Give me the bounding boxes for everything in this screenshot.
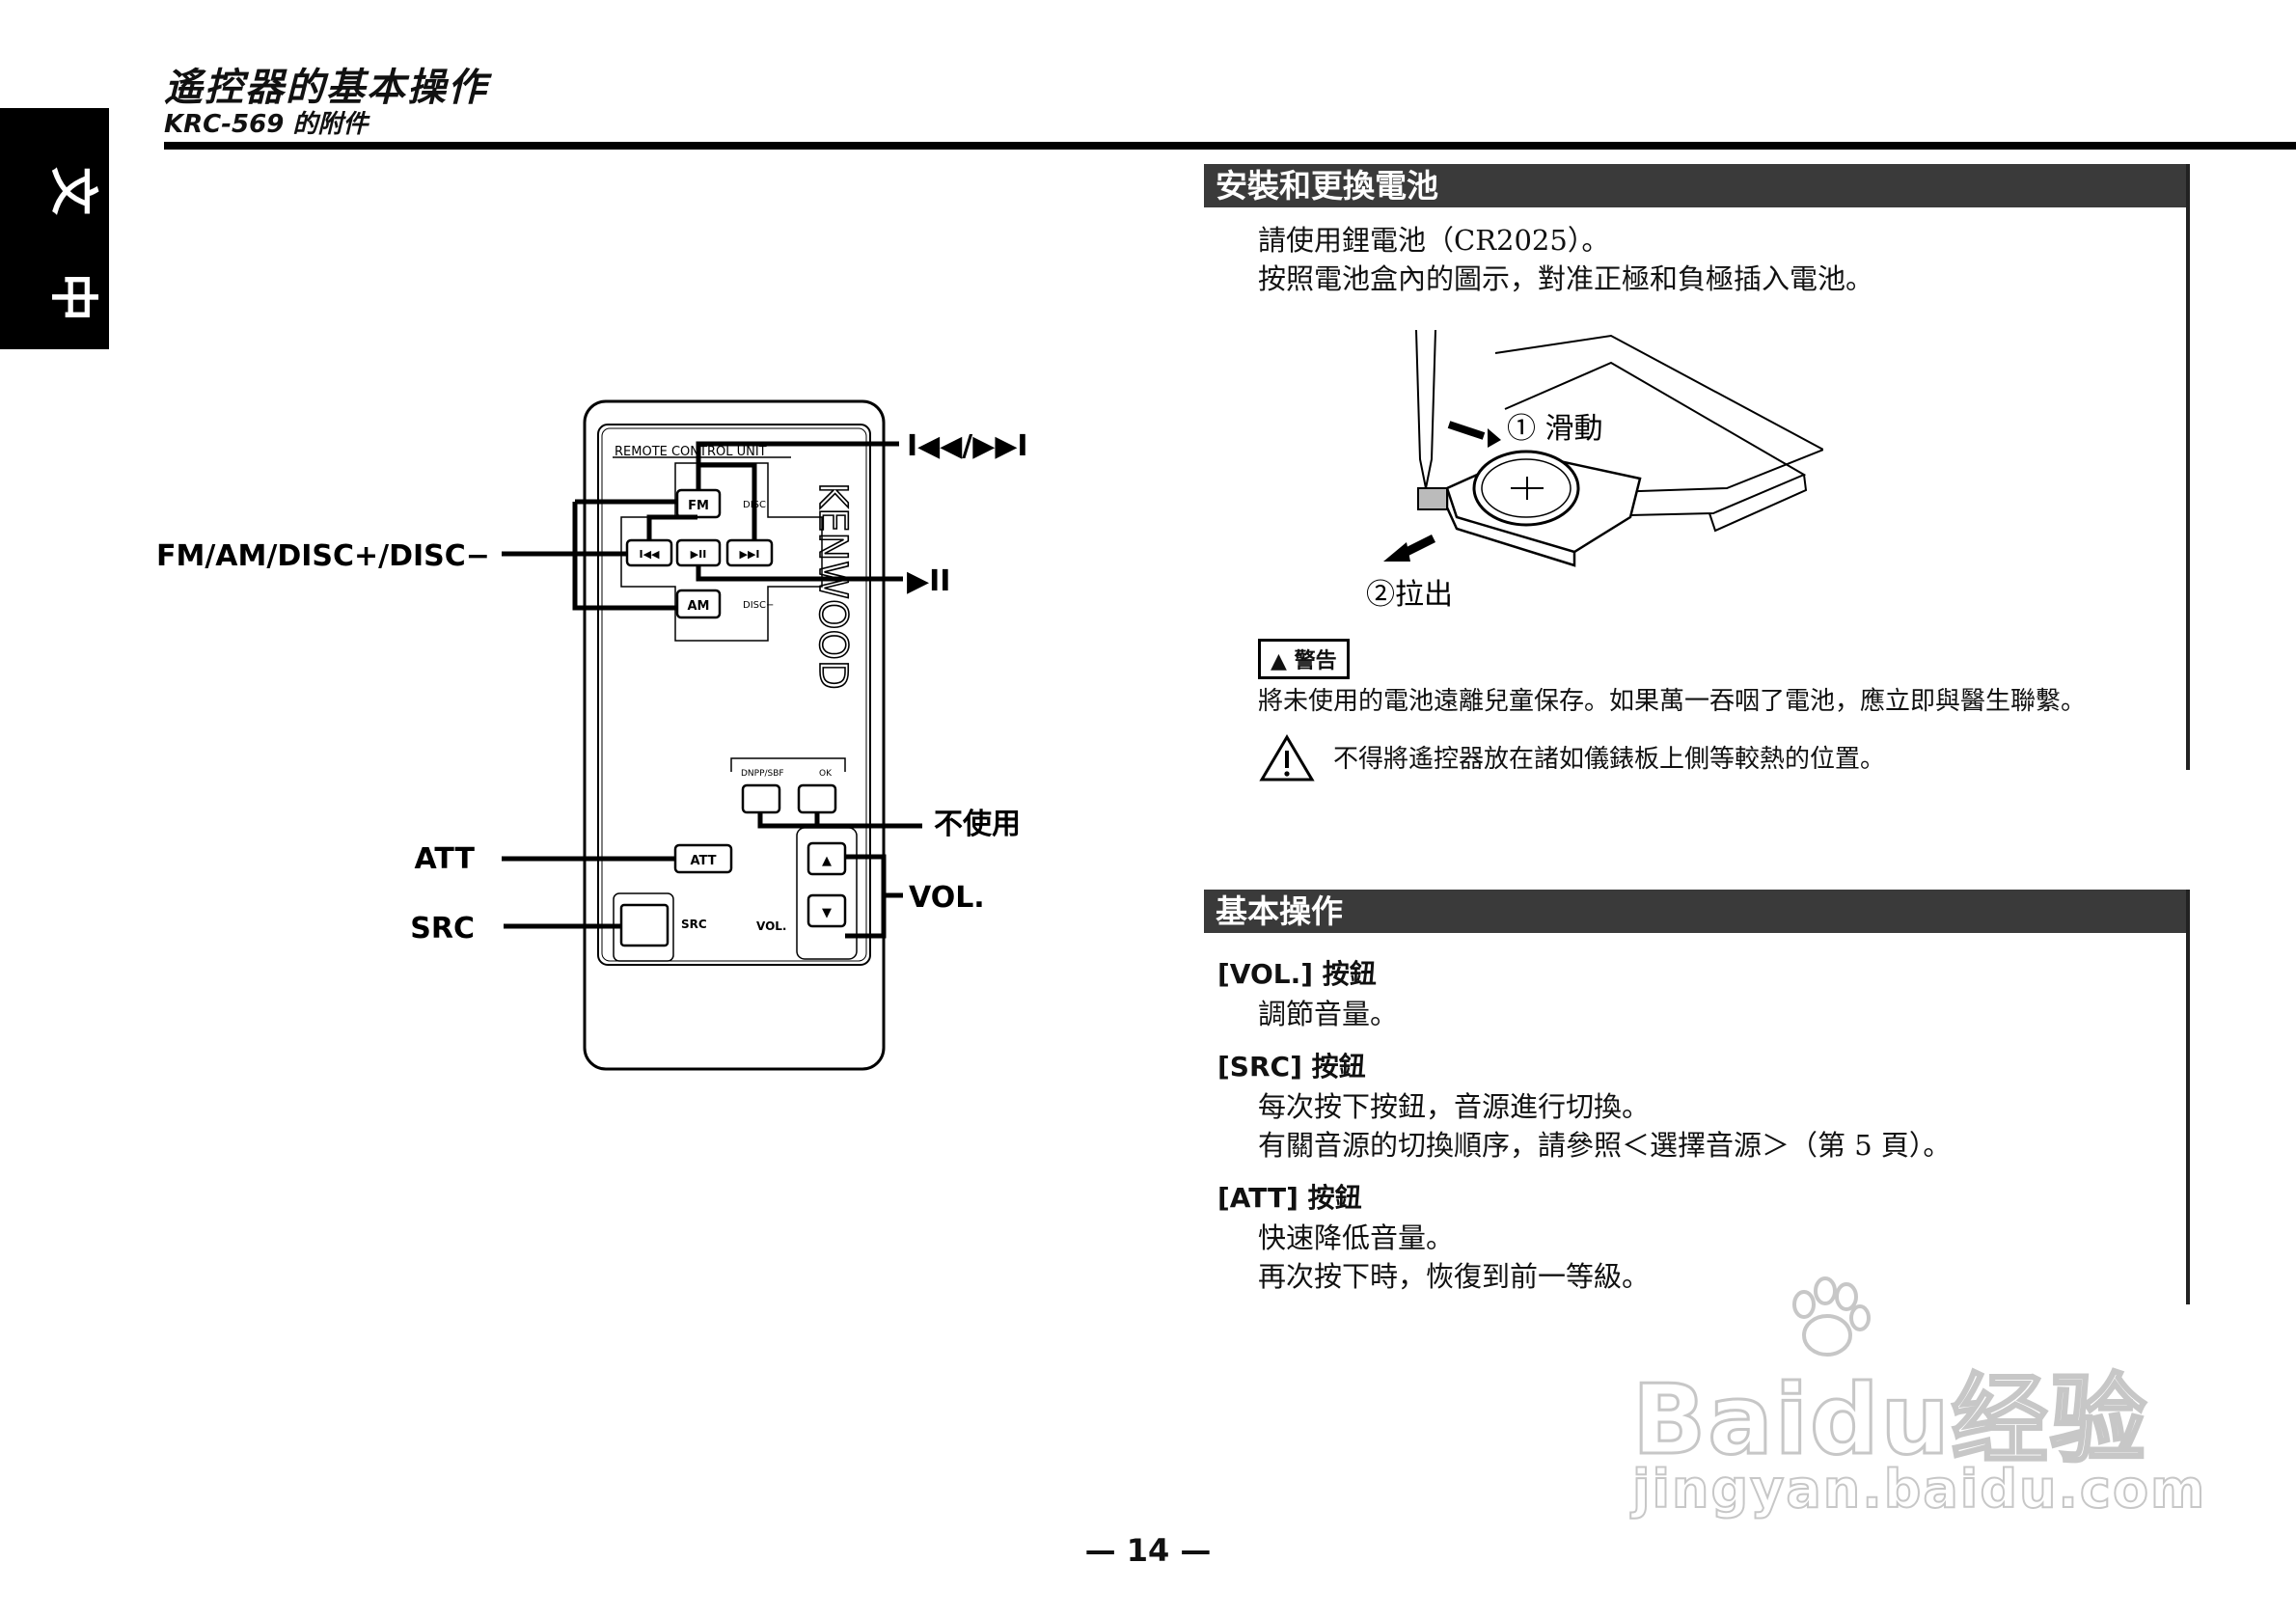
ok-label: OK: [819, 769, 833, 779]
src-button: [619, 903, 670, 947]
language-tab-char-1: 中: [45, 273, 101, 321]
pull-arrow-icon: [1383, 542, 1410, 562]
vol-button-desc: 調節音量。: [1258, 998, 1399, 1030]
vol-button-heading: [VOL.] 按鈕: [1217, 958, 1377, 990]
language-tab-char-2: 文: [45, 167, 101, 215]
battery-line-2: 按照電池盒內的圖示，對准正極和負極插入電池。: [1258, 262, 1874, 295]
step-pull-label: ②拉出: [1366, 578, 1453, 612]
vol-down-button: [806, 893, 847, 928]
callout-lines: [502, 441, 922, 939]
section-rule-battery: [2186, 164, 2190, 770]
section-heading-basic-ops: 基本操作: [1204, 890, 2190, 933]
am-button-label: AM: [688, 599, 710, 614]
callout-unused: 不使用: [934, 808, 1021, 841]
watermark-paw-icon: [1785, 1275, 1872, 1362]
remote-panel-label: REMOTE CONTROL UNIT: [615, 445, 767, 459]
att-button-label: ATT: [690, 854, 716, 868]
warning-badge: ▲ 警告: [1258, 639, 1350, 679]
prev-button-label: I◀◀: [639, 548, 660, 561]
step-slide-label: ① 滑動: [1507, 412, 1603, 446]
src-button-desc-1: 每次按下按鈕，音源進行切換。: [1258, 1090, 1651, 1123]
pen-icon: [1415, 329, 1436, 489]
next-button-label: ▶▶I: [739, 548, 759, 561]
callout-vol: VOL.: [909, 881, 985, 915]
battery-illustration: ① 滑動 ②拉出: [1366, 329, 1823, 612]
callout-band: FM/AM/DISC+/DISC−: [156, 539, 490, 573]
section-heading-battery: 安裝和更換電池: [1204, 164, 2190, 207]
src-label: SRC: [681, 918, 707, 931]
page-number: — 14 —: [1084, 1532, 1212, 1569]
callout-play: ▶II: [907, 564, 950, 598]
header-divider: [164, 142, 2296, 150]
remote-diagram: REMOTE CONTROL UNIT KENWOOD FM DISC I◀◀ …: [156, 399, 1028, 1071]
att-button-heading: [ATT] 按鈕: [1217, 1182, 1362, 1214]
vol-up-label: ▲: [822, 854, 832, 868]
att-button-desc-1: 快速降低音量。: [1258, 1221, 1455, 1254]
disc-minus-label: DISC−: [743, 600, 774, 611]
page-title: 遙控器的基本操作: [164, 66, 488, 110]
src-button-heading: [SRC] 按鈕: [1217, 1051, 1366, 1083]
dnpp-label: DNPP/SBF: [741, 769, 784, 779]
warning-text: 將未使用的電池遠離兒童保存。如果萬一吞咽了電池，應立即與醫生聯繫。: [1258, 687, 2087, 716]
dnpp-button: [741, 783, 781, 814]
caution-text: 不得將遙控器放在諸如儀錶板上側等較熱的位置。: [1333, 745, 1886, 774]
fm-button-label: FM: [688, 499, 709, 513]
section-rule-basic-ops: [2186, 890, 2190, 1304]
am-button: [675, 589, 722, 619]
ok-button: [797, 783, 837, 814]
src-button-desc-2: 有關音源的切換順序，請參照＜選擇音源＞（第 5 頁）。: [1258, 1129, 1952, 1162]
watermark-brand: Baidu经验: [1631, 1362, 2148, 1478]
caution-triangle-icon: [1259, 734, 1315, 782]
vol-label: VOL.: [756, 919, 786, 933]
play-pause-button-label: ▶II: [691, 548, 707, 561]
remote-panel: [597, 424, 871, 966]
callout-att: ATT: [414, 842, 475, 876]
page-subtitle: KRC-569 的附件: [164, 110, 369, 139]
battery-line-1: 請使用鋰電池（CR2025）。: [1258, 224, 1610, 257]
language-tab: 中 文: [0, 108, 109, 349]
att-button-desc-2: 再次按下時，恢復到前一等級。: [1258, 1260, 1651, 1293]
vol-down-label: ▼: [822, 906, 832, 920]
callout-src: SRC: [410, 912, 475, 946]
next-button: [725, 538, 774, 567]
dpad-frame: [620, 462, 823, 642]
callout-skip: I◀◀/▶▶I: [907, 429, 1028, 463]
remote-panel-inner: [601, 427, 867, 962]
watermark-url: jingyan.baidu.com: [1631, 1458, 2207, 1521]
